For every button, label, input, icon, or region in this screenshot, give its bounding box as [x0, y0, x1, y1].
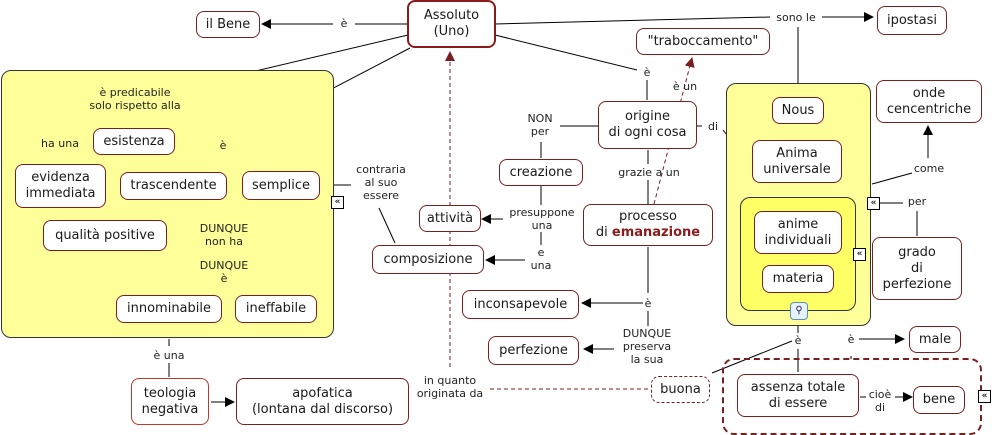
expand-icon[interactable]: « — [331, 196, 344, 209]
label-e-una: è una — [153, 349, 185, 362]
node-processo-emanazione[interactable]: processo di emanazione — [583, 204, 713, 246]
label-di: di — [707, 120, 719, 133]
label-non-per: NON per — [527, 112, 553, 138]
processo-line2: di emanazione — [596, 225, 700, 241]
node-inconsapevole[interactable]: inconsapevole — [462, 290, 579, 319]
node-il-bene[interactable]: il Bene — [196, 11, 260, 38]
node-creazione[interactable]: creazione — [499, 159, 583, 186]
node-assoluto[interactable]: Assoluto (Uno) — [407, 0, 496, 48]
processo-di: di — [595, 225, 612, 240]
label-e-materia: è — [794, 334, 802, 347]
node-male[interactable]: male — [909, 326, 961, 353]
node-teologia-negativa[interactable]: teologia negativa — [131, 378, 209, 425]
label-dunque-non-ha: DUNQUE non ha — [199, 222, 249, 248]
label-contraria: contraria al suo essere — [356, 163, 406, 202]
expand-icon[interactable]: « — [853, 248, 866, 261]
node-composizione[interactable]: composizione — [372, 245, 484, 274]
node-origine[interactable]: origine di ogni cosa — [598, 101, 697, 149]
expand-icon[interactable]: « — [867, 197, 880, 210]
label-e-origine: è — [643, 66, 651, 79]
node-buona[interactable]: buona — [651, 376, 710, 403]
node-innominabile[interactable]: innominabile — [116, 295, 222, 323]
hierarchy-tree-icon[interactable]: ⚲ — [790, 302, 808, 320]
label-e-group: è — [219, 139, 227, 152]
label-dunque-e: DUNQUE è — [199, 259, 249, 285]
node-perfezione[interactable]: perfezione — [488, 336, 579, 365]
node-nous[interactable]: Nous — [772, 97, 824, 124]
node-anime-individuali[interactable]: anime individuali — [754, 211, 842, 254]
node-onde-cencentriche[interactable]: onde cencentriche — [876, 80, 982, 123]
node-assenza-totale[interactable]: assenza totale di essere — [737, 374, 859, 417]
label-e-un: è un — [672, 80, 698, 93]
node-materia[interactable]: materia — [762, 265, 834, 293]
label-e-male: è — [847, 333, 855, 346]
emanazione-highlight: emanazione — [611, 225, 701, 240]
node-bene[interactable]: bene — [913, 386, 965, 414]
label-predicabile: è predicabile solo rispetto alla — [89, 86, 181, 112]
node-grado-perfezione[interactable]: grado di perfezione — [872, 237, 962, 300]
label-in-quanto: in quanto originata da — [416, 374, 484, 400]
label-e-incons: è — [644, 297, 652, 310]
label-e-bene: è — [340, 17, 348, 30]
node-esistenza[interactable]: esistenza — [93, 128, 175, 155]
node-traboccamento[interactable]: "traboccamento" — [636, 28, 770, 55]
label-dunque-preserva: DUNQUE preserva la sua — [622, 327, 672, 366]
node-evidenza[interactable]: evidenza immediata — [15, 164, 106, 208]
label-cioe-di: cioè di — [868, 388, 892, 414]
label-per: per — [907, 195, 927, 208]
node-qualita-positive[interactable]: qualità positive — [43, 220, 167, 251]
expand-icon[interactable]: « — [978, 390, 991, 403]
node-attivita[interactable]: attività — [419, 205, 481, 232]
label-ha-una: ha una — [41, 137, 79, 150]
node-semplice[interactable]: semplice — [242, 171, 320, 200]
node-ipostasi[interactable]: ipostasi — [877, 6, 947, 35]
label-grazie: grazie a un — [618, 166, 680, 179]
label-sono-le: sono le — [776, 11, 816, 24]
processo-line1: processo — [619, 209, 677, 224]
node-apofatica[interactable]: apofatica (lontana dal discorso) — [236, 378, 409, 425]
node-ineffabile[interactable]: ineffabile — [235, 295, 317, 323]
node-anima-universale[interactable]: Anima universale — [752, 140, 842, 183]
label-e-una2: e una — [530, 246, 552, 272]
label-come: come — [913, 162, 945, 175]
node-trascendente[interactable]: trascendente — [120, 172, 227, 200]
label-presuppone: presuppone una — [509, 206, 575, 232]
